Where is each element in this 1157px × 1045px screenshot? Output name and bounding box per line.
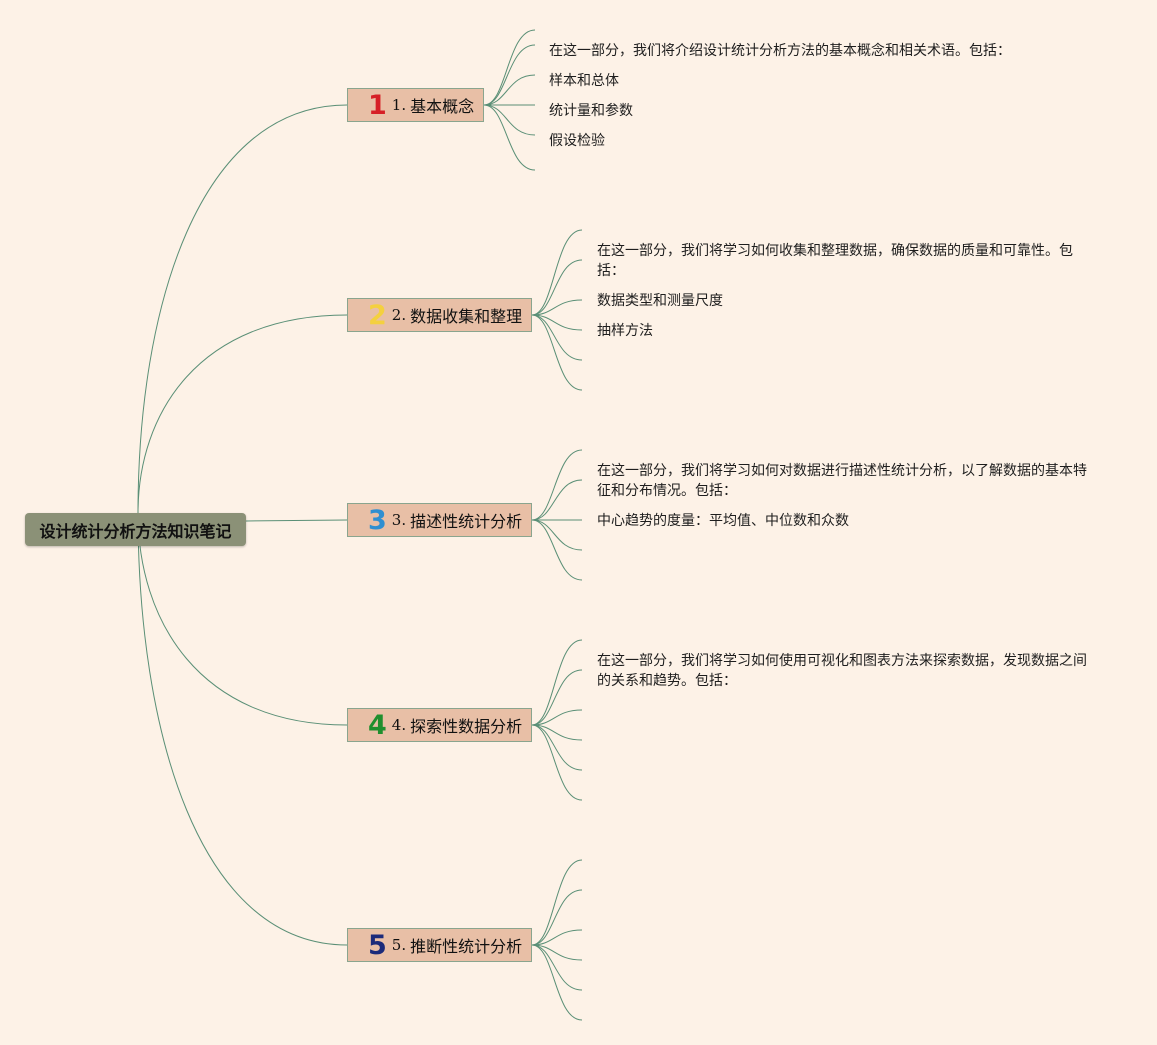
topic-label: 推断性统计分析	[410, 937, 523, 956]
leaf-connector	[483, 44, 536, 106]
leaf-connector	[531, 724, 583, 741]
number-4-icon: 4	[368, 709, 387, 741]
leaf-connector	[531, 889, 583, 946]
root-connector	[137, 314, 348, 514]
topic-2-detail-item[interactable]: 抽样方法	[597, 323, 653, 339]
number-5-icon: 5	[368, 929, 387, 961]
leaf-connector	[483, 104, 536, 171]
topic-label: 描述性统计分析	[410, 512, 523, 531]
topic-4-detail-intro[interactable]: 在这一部分，我们将学习如何使用可视化和图表方法来探索数据，发现数据之间的关系和趋…	[597, 653, 1087, 689]
leaf-connector	[531, 709, 583, 726]
leaf-connector	[531, 944, 583, 961]
topic-1-detail-item[interactable]: 统计量和参数	[549, 103, 633, 119]
number-1-icon: 1	[368, 89, 387, 121]
leaf-connector	[531, 944, 583, 991]
topic-1-detail-item[interactable]: 样本和总体	[549, 73, 619, 89]
root-connector	[245, 519, 348, 522]
leaf-connector	[531, 944, 583, 1021]
number-3-icon: 3	[368, 504, 387, 536]
leaf-connector	[531, 519, 583, 581]
topic-number: 2.	[391, 306, 407, 324]
leaf-connector	[531, 479, 583, 521]
topic-1-detail-item[interactable]: 假设检验	[549, 133, 605, 149]
leaf-connector	[531, 229, 583, 316]
topic-label: 数据收集和整理	[410, 307, 523, 326]
root-node[interactable]: 设计统计分析方法知识笔记	[25, 513, 246, 546]
topic-2-detail-item[interactable]: 数据类型和测量尺度	[597, 293, 723, 309]
leaf-connector	[531, 724, 583, 801]
leaf-connector	[483, 104, 536, 136]
topic-3-detail-intro[interactable]: 在这一部分，我们将学习如何对数据进行描述性统计分析，以了解数据的基本特征和分布情…	[597, 463, 1087, 499]
number-2-icon: 2	[368, 299, 387, 331]
root-connector	[137, 512, 348, 946]
topic-inferential-statistics[interactable]: 5 5. 推断性统计分析	[347, 928, 532, 962]
leaf-connector	[483, 74, 536, 106]
topic-basic-concepts[interactable]: 1 1. 基本概念	[347, 88, 484, 122]
topic-descriptive-statistics[interactable]: 3 3. 描述性统计分析	[347, 503, 532, 537]
leaf-connector	[531, 259, 583, 316]
topic-label: 基本概念	[410, 97, 475, 116]
topic-number: 1.	[391, 96, 407, 114]
leaf-connector	[483, 29, 536, 106]
topic-label: 探索性数据分析	[410, 717, 523, 736]
leaf-connector	[531, 299, 583, 316]
root-connector	[137, 104, 348, 514]
leaf-connector	[531, 519, 583, 551]
topic-3-detail-item[interactable]: 中心趋势的度量：平均值、中位数和众数	[597, 513, 849, 529]
leaf-connector	[531, 449, 583, 521]
leaf-connector	[531, 929, 583, 946]
leaf-connector	[531, 724, 583, 771]
topic-number: 3.	[391, 511, 407, 529]
topic-1-detail-intro[interactable]: 在这一部分，我们将介绍设计统计分析方法的基本概念和相关术语。包括：	[549, 43, 1011, 59]
leaf-connector	[531, 639, 583, 726]
topic-data-collection[interactable]: 2 2. 数据收集和整理	[347, 298, 532, 332]
topic-number: 5.	[391, 936, 407, 954]
topic-exploratory-analysis[interactable]: 4 4. 探索性数据分析	[347, 708, 532, 742]
topic-number: 4.	[391, 716, 407, 734]
leaf-connector	[531, 314, 583, 331]
topic-2-detail-intro[interactable]: 在这一部分，我们将学习如何收集和整理数据，确保数据的质量和可靠性。包括：	[597, 243, 1073, 279]
root-connector	[137, 512, 348, 726]
leaf-connector	[531, 314, 583, 391]
leaf-connector	[531, 314, 583, 361]
leaf-connector	[531, 669, 583, 726]
leaf-connector	[531, 859, 583, 946]
